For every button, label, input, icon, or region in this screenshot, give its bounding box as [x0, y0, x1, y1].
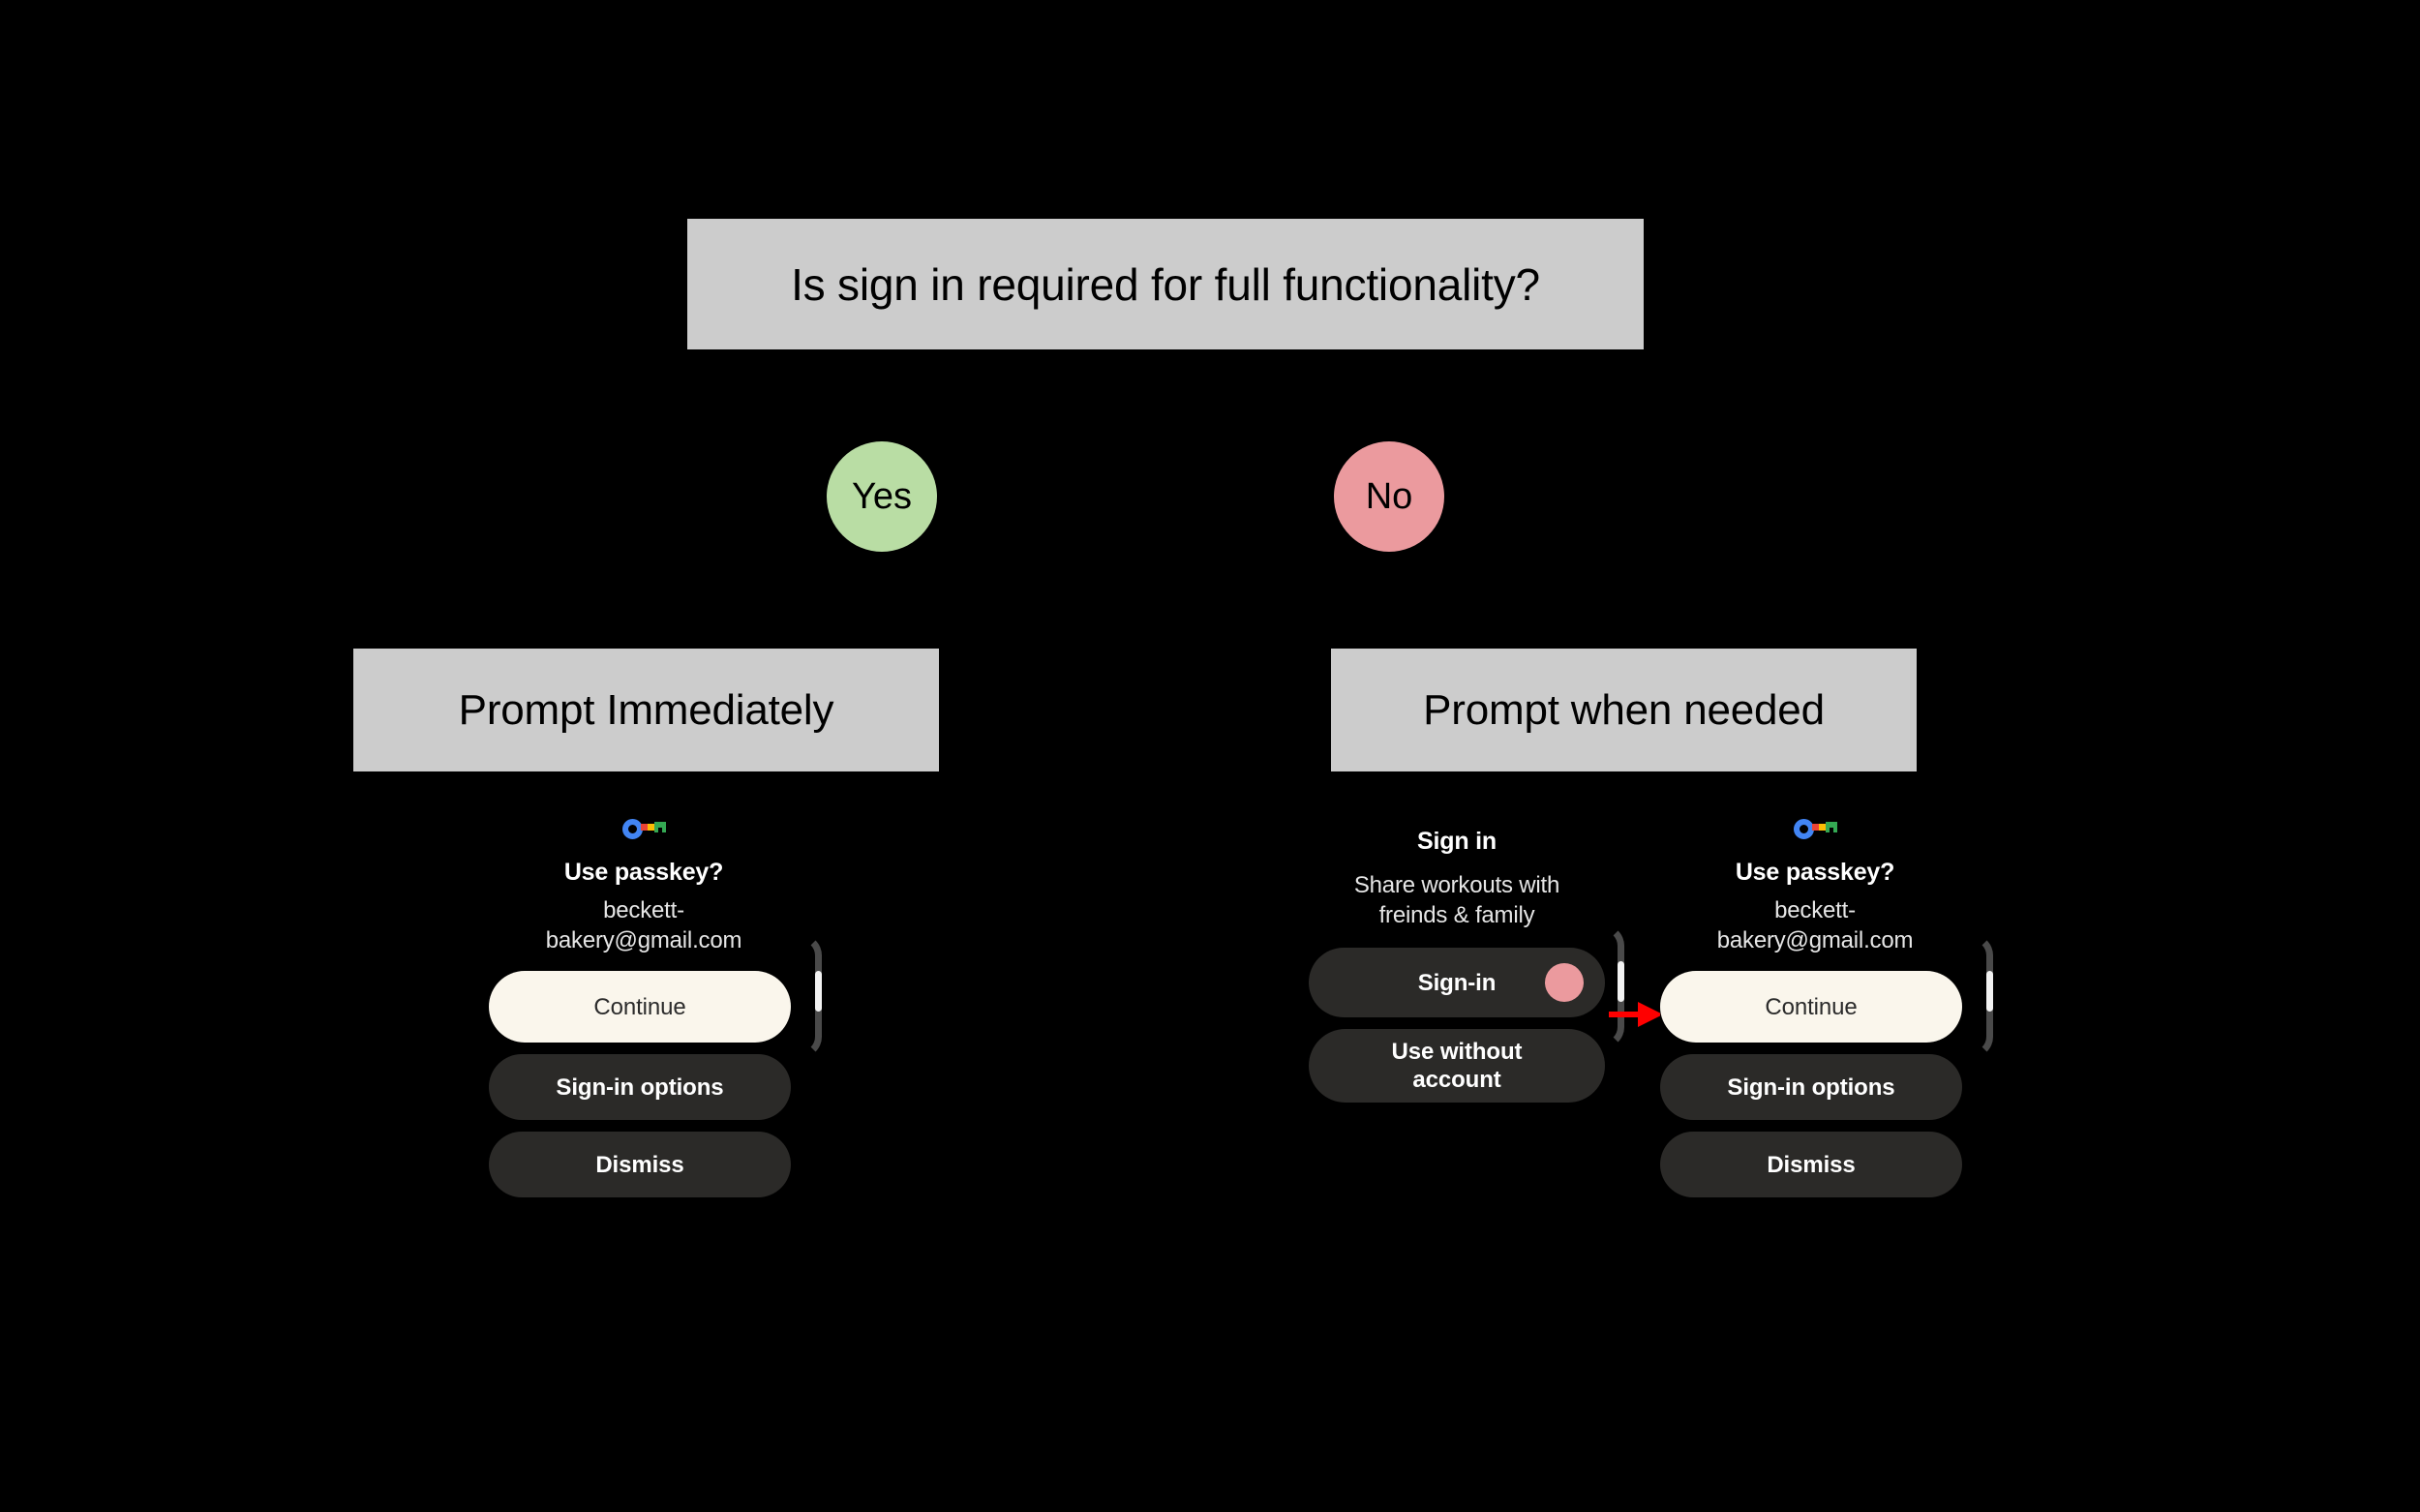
scrollbar-arc-signin[interactable]	[1603, 924, 1624, 1048]
mockup-passkey-right: Use passkey? beckett- bakery@gmail.com C…	[1660, 818, 1993, 1302]
signin-subtitle: Share workouts with freinds & family	[1309, 871, 1605, 930]
passkey-left-account: beckett- bakery@gmail.com	[489, 896, 799, 955]
passkey-left-title: Use passkey?	[563, 859, 724, 886]
signin-status-indicator	[1545, 963, 1584, 1003]
scrollbar-thumb[interactable]	[815, 971, 822, 1012]
decision-branch-no: No	[1334, 441, 1444, 552]
decision-title-text: Is sign in required for full functionali…	[791, 258, 1540, 310]
dismiss-button-left[interactable]: Dismiss	[489, 1132, 791, 1198]
passkey-red-segment	[641, 824, 649, 831]
outcome-box-right-label: Prompt when needed	[1423, 685, 1825, 734]
continue-button-left[interactable]: Continue	[489, 971, 791, 1043]
decision-branch-yes-label: Yes	[852, 475, 912, 517]
signin-subtitle-line1: Share workouts with	[1353, 872, 1560, 898]
dismiss-button-left-label: Dismiss	[595, 1151, 684, 1178]
signin-title: Sign in	[1417, 828, 1497, 855]
dismiss-button-right[interactable]: Dismiss	[1660, 1132, 1962, 1198]
mockup-signin: Sign in Share workouts with freinds & fa…	[1309, 818, 1624, 1302]
arrow-head	[1638, 1002, 1663, 1027]
arrow-shaft	[1609, 1012, 1644, 1017]
decision-branch-no-label: No	[1365, 475, 1413, 517]
passkey-yellow-segment	[1819, 824, 1828, 831]
passkey-right-account: beckett- bakery@gmail.com	[1660, 896, 1970, 955]
signin-button-label: Sign-in	[1417, 969, 1497, 996]
passkey-green-notch	[1830, 828, 1833, 833]
use-without-account-button-label: Use without account	[1391, 1039, 1523, 1094]
passkey-ring-shape	[622, 819, 643, 839]
flow-arrow-signin-to-continue	[1609, 1002, 1665, 1027]
sign-in-options-button-left[interactable]: Sign-in options	[489, 1054, 791, 1121]
connector-title-to-yes	[882, 349, 884, 441]
scrollbar-arc-left[interactable]	[801, 934, 822, 1058]
passkey-left-account-line1: beckett-	[603, 897, 684, 923]
connector-title-to-no	[1389, 349, 1391, 441]
google-passkey-icon	[622, 818, 666, 839]
sign-in-options-button-left-label: Sign-in options	[556, 1074, 724, 1101]
scrollbar-thumb[interactable]	[1618, 961, 1624, 1002]
sign-in-options-button-right[interactable]: Sign-in options	[1660, 1054, 1962, 1121]
passkey-left-account-line2: bakery@gmail.com	[545, 926, 742, 953]
decision-branch-yes: Yes	[827, 441, 937, 552]
continue-button-right[interactable]: Continue	[1660, 971, 1962, 1043]
google-passkey-icon	[1794, 818, 1837, 839]
passkey-right-account-line2: bakery@gmail.com	[1716, 926, 1914, 953]
outcome-box-prompt-when-needed: Prompt when needed	[1331, 649, 1917, 771]
passkey-green-notch	[658, 828, 662, 833]
mockup-passkey-left: Use passkey? beckett- bakery@gmail.com C…	[489, 818, 822, 1302]
decision-title-box: Is sign in required for full functionali…	[687, 219, 1644, 349]
passkey-right-account-line1: beckett-	[1774, 897, 1856, 923]
connector-yes-to-outcome	[882, 552, 884, 649]
signin-subtitle-line2: freinds & family	[1378, 901, 1535, 928]
continue-button-left-label: Continue	[593, 993, 686, 1020]
sign-in-options-button-right-label: Sign-in options	[1727, 1074, 1895, 1101]
outcome-box-prompt-immediately: Prompt Immediately	[353, 649, 939, 771]
scrollbar-arc-right[interactable]	[1972, 934, 1993, 1058]
passkey-red-segment	[1812, 824, 1820, 831]
outcome-box-left-label: Prompt Immediately	[458, 685, 834, 734]
continue-button-right-label: Continue	[1765, 993, 1858, 1020]
passkey-ring-shape	[1794, 819, 1814, 839]
connector-no-to-outcome	[1389, 552, 1391, 649]
passkey-right-title: Use passkey?	[1735, 859, 1895, 886]
passkey-green-tooth	[1826, 822, 1837, 832]
passkey-green-tooth	[654, 822, 666, 832]
dismiss-button-right-label: Dismiss	[1767, 1151, 1856, 1178]
scrollbar-thumb[interactable]	[1986, 971, 1993, 1012]
signin-button[interactable]: Sign-in	[1309, 948, 1605, 1018]
passkey-yellow-segment	[648, 824, 656, 831]
use-without-account-button[interactable]: Use without account	[1309, 1029, 1605, 1104]
